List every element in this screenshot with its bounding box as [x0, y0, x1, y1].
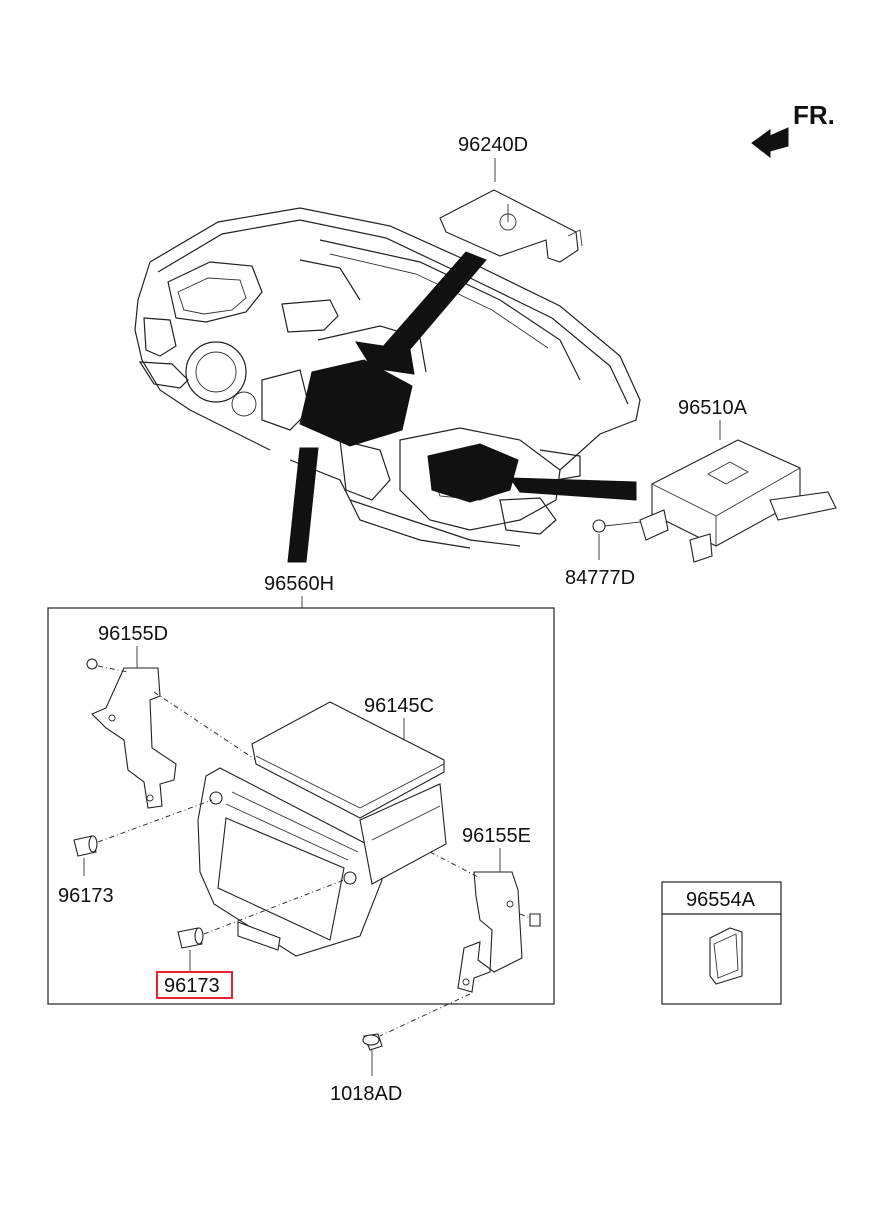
part-label-deck: 96145C [364, 695, 434, 717]
part-label-bracket-right: 96155E [462, 825, 531, 847]
part-screw-amp[interactable]: 84777D [565, 519, 641, 589]
part-knob-left[interactable]: 96173 [58, 799, 213, 907]
part-label-sd-card: 96554A [686, 889, 756, 911]
part-bracket-left[interactable]: 96155D [86, 623, 269, 809]
part-screw-bottom[interactable]: 1018AD [330, 1033, 402, 1105]
head-unit-assembly-box [47, 607, 555, 1005]
dashboard-illustration [134, 207, 641, 563]
part-bracket-top[interactable]: 96240D [439, 134, 583, 263]
part-label-bracket-top: 96240D [458, 134, 528, 156]
part-label-amp-module: 96510A [678, 397, 748, 419]
part-knob-bottom[interactable]: 96173 [156, 879, 345, 999]
front-direction-indicator: FR. [751, 100, 835, 159]
part-label-screw-amp: 84777D [565, 567, 635, 589]
front-arrow-icon [751, 127, 789, 159]
head-unit-illustration [197, 767, 447, 957]
part-label-knob-left: 96173 [58, 885, 114, 907]
part-sd-card[interactable]: 96554A [661, 881, 782, 1005]
part-deck[interactable]: 96145C [251, 695, 445, 819]
front-direction-label: FR. [793, 100, 835, 130]
highlight-box [156, 971, 233, 999]
part-bracket-right[interactable]: 96155E [379, 825, 541, 1037]
part-label-screw-bottom: 1018AD [330, 1083, 402, 1105]
part-amp-module[interactable]: 96510A [639, 397, 837, 563]
part-label-knob-bottom: 96173 [164, 975, 220, 997]
part-label-bracket-left: 96155D [98, 623, 168, 645]
part-label-head-unit-assy[interactable]: 96560H [264, 573, 334, 595]
